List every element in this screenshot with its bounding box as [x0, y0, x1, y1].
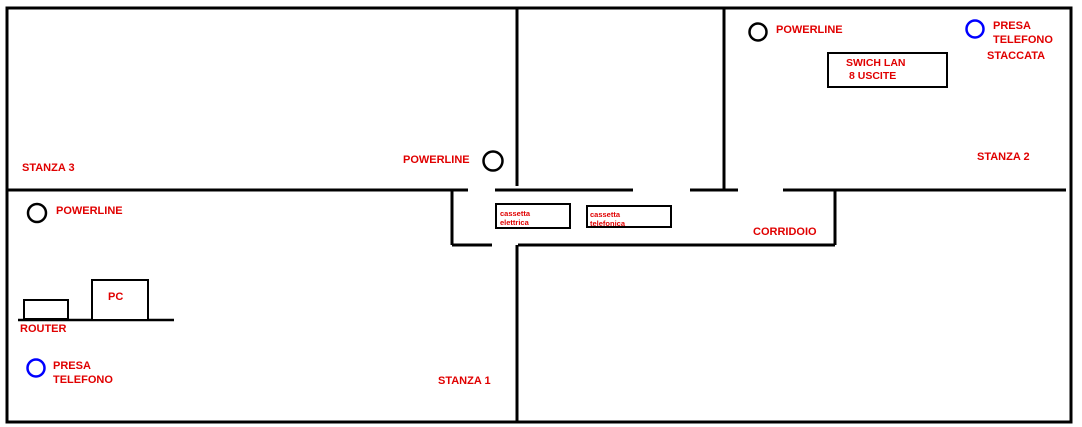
cassetta-elettrica-box	[495, 203, 571, 229]
presa-telefono-line1: PRESA	[53, 360, 91, 372]
stanza-1-label: STANZA 1	[438, 375, 491, 387]
cassetta-telefonica-line1: cassetta	[590, 210, 621, 219]
cassetta-telefonica-box	[586, 205, 672, 228]
cassetta-telefonica-line2: telefonica	[590, 219, 626, 228]
cassetta-elettrica-line2: elettrica	[500, 218, 529, 227]
presa-telefono-line2: TELEFONO	[53, 374, 113, 386]
stanza-3-label: STANZA 3	[22, 162, 75, 174]
presa-staccata-line3: STACCATA	[987, 50, 1046, 62]
pc-box	[91, 279, 149, 321]
presa-staccata-line2: TELEFONO	[993, 34, 1053, 46]
cassetta-elettrica-line1: cassetta	[500, 209, 531, 218]
switch-lan-line2: 8 USCITE	[849, 70, 897, 82]
presa-staccata-line1: PRESA	[993, 20, 1031, 32]
switch-lan-line1: SWICH LAN	[846, 57, 906, 69]
router-label: ROUTER	[20, 323, 67, 335]
powerline-top-icon	[748, 22, 768, 42]
presa-telefono-staccata-icon	[965, 19, 985, 39]
router-box	[23, 299, 69, 320]
powerline-left-label: POWERLINE	[56, 205, 123, 217]
powerline-center-label: POWERLINE	[403, 154, 470, 166]
powerline-top-label: POWERLINE	[776, 24, 843, 36]
pc-label: PC	[108, 291, 124, 303]
powerline-center-icon	[482, 150, 504, 172]
outer-wall	[5, 6, 1073, 424]
switch-lan-box	[827, 52, 948, 88]
powerline-left-icon	[26, 202, 48, 224]
corridoio-label: CORRIDOIO	[753, 226, 817, 238]
stanza-2-label: STANZA 2	[977, 151, 1030, 163]
presa-telefono-icon	[26, 358, 46, 378]
